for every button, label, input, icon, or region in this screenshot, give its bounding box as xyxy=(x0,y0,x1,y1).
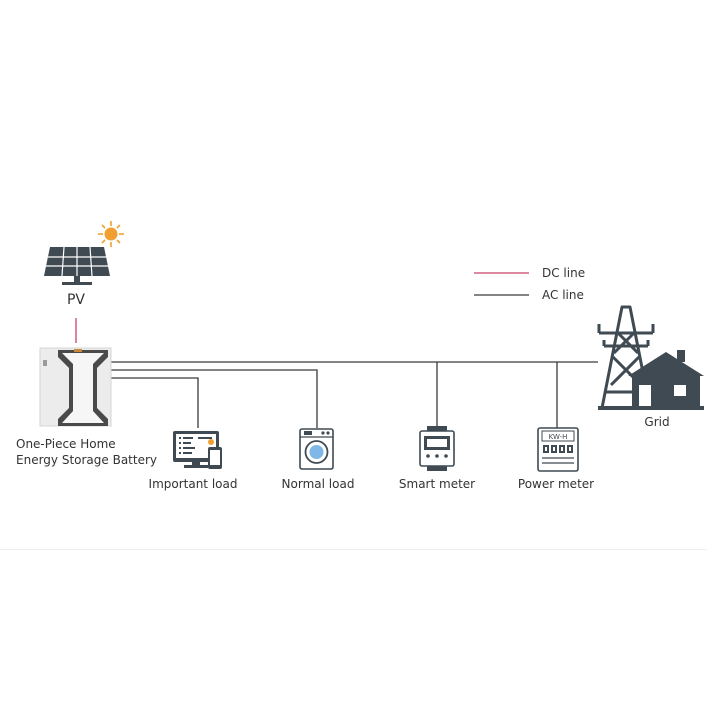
smart-meter-icon xyxy=(419,426,455,471)
legend-ac-label: AC line xyxy=(542,288,584,302)
power-meter-display-text: KW-H xyxy=(549,433,568,441)
solar-panel-icon xyxy=(44,221,124,285)
power-meter-label: Power meter xyxy=(517,477,595,491)
power-meter-icon: KW-H xyxy=(537,427,579,472)
battery-label-line2: Energy Storage Battery xyxy=(16,453,158,467)
normal-load-label: Normal load xyxy=(281,477,355,491)
legend-dc-label: DC line xyxy=(542,266,586,280)
smart-meter-label: Smart meter xyxy=(398,477,476,491)
battery-cabinet-icon xyxy=(39,347,112,427)
battery-label-line1: One-Piece Home xyxy=(16,437,116,451)
sun-icon xyxy=(98,221,124,247)
divider xyxy=(0,549,707,550)
pylon-house-icon xyxy=(597,305,704,410)
important-load-label: Important load xyxy=(148,477,238,491)
battery-label: One-Piece Home Energy Storage Battery xyxy=(16,436,157,468)
washing-machine-icon xyxy=(299,428,334,470)
pv-label: PV xyxy=(66,292,86,308)
ac-lines xyxy=(111,361,598,428)
grid-label: Grid xyxy=(644,415,670,429)
computer-phone-icon xyxy=(173,431,222,469)
